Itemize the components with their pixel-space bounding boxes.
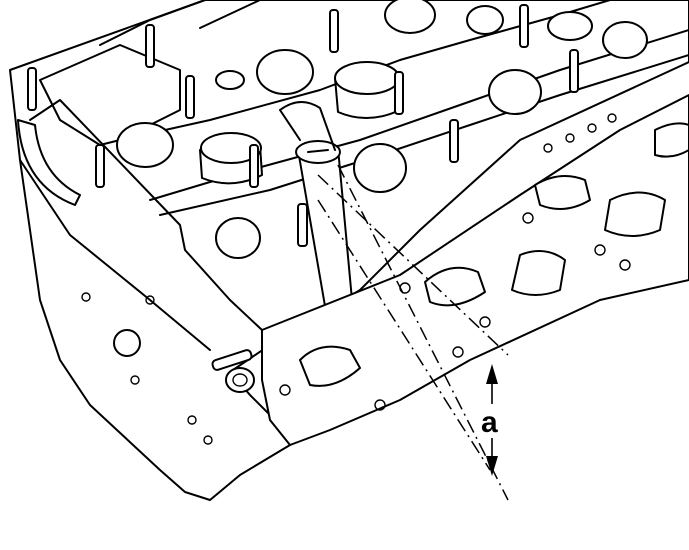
deck-edge-rail — [159, 54, 689, 216]
end-face-edge — [19, 159, 211, 351]
bearing-journal — [17, 119, 81, 206]
manifold-port — [654, 122, 689, 158]
centerline-3 — [317, 199, 491, 471]
bolt-hole — [479, 316, 491, 328]
tappet-boss-top — [334, 61, 400, 95]
manifold-port — [424, 266, 486, 307]
stud — [394, 71, 404, 115]
valve-port — [602, 21, 648, 59]
dimension-a: a — [317, 164, 509, 501]
bolt-hole — [587, 123, 597, 133]
end-face-hole-small-1 — [81, 292, 91, 302]
valve-port — [256, 49, 314, 95]
stud — [27, 67, 37, 111]
dowel-pin-collar — [225, 367, 255, 393]
centerline-1 — [337, 164, 509, 501]
manifold-ports — [299, 122, 689, 387]
valve-port — [353, 143, 407, 193]
valve-port — [488, 69, 542, 115]
stud — [95, 144, 105, 188]
stud — [519, 4, 529, 48]
bolt-hole — [279, 384, 291, 396]
dimension-arrow-top — [486, 364, 498, 384]
stud — [569, 49, 579, 93]
tappet-boss-top — [200, 132, 262, 164]
dimension-label: a — [481, 406, 498, 439]
tappet-boss-top — [547, 11, 593, 41]
end-face-hole-large — [113, 329, 141, 357]
dowel-pin-collar-inner — [232, 373, 248, 387]
end-face-hole-small-5 — [203, 435, 213, 445]
manifold-port — [511, 250, 566, 296]
end-face-hole-small-4 — [187, 415, 197, 425]
deck-edge-top — [99, 0, 261, 46]
bolt-hole — [543, 143, 553, 153]
stud — [329, 9, 339, 53]
manifold-port — [534, 175, 591, 210]
stud — [185, 75, 195, 119]
end-face-hole-small-3 — [130, 375, 140, 385]
valve-port — [215, 217, 261, 259]
dimension-label-bg — [478, 404, 506, 438]
stud — [449, 119, 459, 163]
tappet-bosses — [199, 11, 593, 185]
stud — [297, 203, 308, 247]
studs — [27, 4, 579, 247]
stud — [145, 24, 155, 68]
bolt-hole — [607, 113, 617, 123]
dowel-pin-shaft — [211, 349, 253, 371]
valve-port — [116, 122, 174, 168]
bolt-hole — [522, 212, 534, 224]
dimension-arrow-bottom — [486, 456, 498, 476]
bolt-hole — [374, 399, 386, 411]
stud — [249, 144, 259, 188]
manifold-port — [299, 345, 361, 387]
bolt-hole — [565, 133, 575, 143]
bolt-hole — [452, 346, 464, 358]
valve-ports — [116, 0, 648, 259]
end-face-hole-small-2 — [145, 295, 155, 305]
bolt-hole — [619, 259, 631, 271]
tappet-boss-top — [215, 70, 245, 90]
valve-port — [466, 5, 504, 35]
dowel-pin — [211, 349, 255, 393]
bracket — [279, 101, 336, 151]
centerline-2 — [317, 174, 509, 356]
valve-port — [384, 0, 436, 34]
bolt-hole — [594, 244, 606, 256]
manifold-port — [604, 191, 666, 237]
sleeve-slot — [307, 149, 329, 153]
flange-bolt-holes — [279, 113, 631, 411]
